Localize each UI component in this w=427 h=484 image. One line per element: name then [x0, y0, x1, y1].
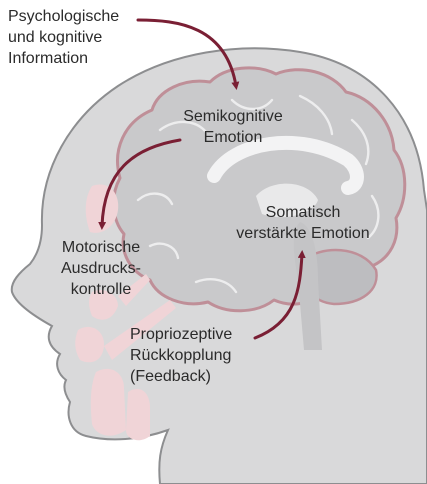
- info-label: Psychologische und kognitive Information: [8, 6, 119, 69]
- info-label-line: Information: [8, 48, 119, 69]
- neck-muscle-3: [126, 389, 150, 440]
- semi-label-line: Emotion: [178, 127, 288, 148]
- motor-label: Motorische Ausdrucks- kontrolle: [56, 237, 146, 300]
- info-label-line: und kognitive: [8, 27, 119, 48]
- neck-muscle-2: [91, 369, 126, 436]
- feedback-label-line: Propriozeptive: [130, 324, 232, 345]
- motor-label-line: Ausdrucks-: [56, 258, 146, 279]
- info-label-line: Psychologische: [8, 6, 119, 27]
- semi-label: Semikognitive Emotion: [178, 106, 288, 148]
- buccinator-muscle: [75, 327, 104, 362]
- feedback-label-line: (Feedback): [130, 366, 232, 387]
- somatic-label: Somatisch verstärkte Emotion: [228, 202, 378, 244]
- feedback-label-line: Rückkopplung: [130, 345, 232, 366]
- motor-label-line: kontrolle: [56, 279, 146, 300]
- semi-label-line: Semikognitive: [178, 106, 288, 127]
- motor-label-line: Motorische: [56, 237, 146, 258]
- somatic-label-line: verstärkte Emotion: [228, 223, 378, 244]
- somatic-label-line: Somatisch: [228, 202, 378, 223]
- feedback-label: Propriozeptive Rückkopplung (Feedback): [130, 324, 232, 387]
